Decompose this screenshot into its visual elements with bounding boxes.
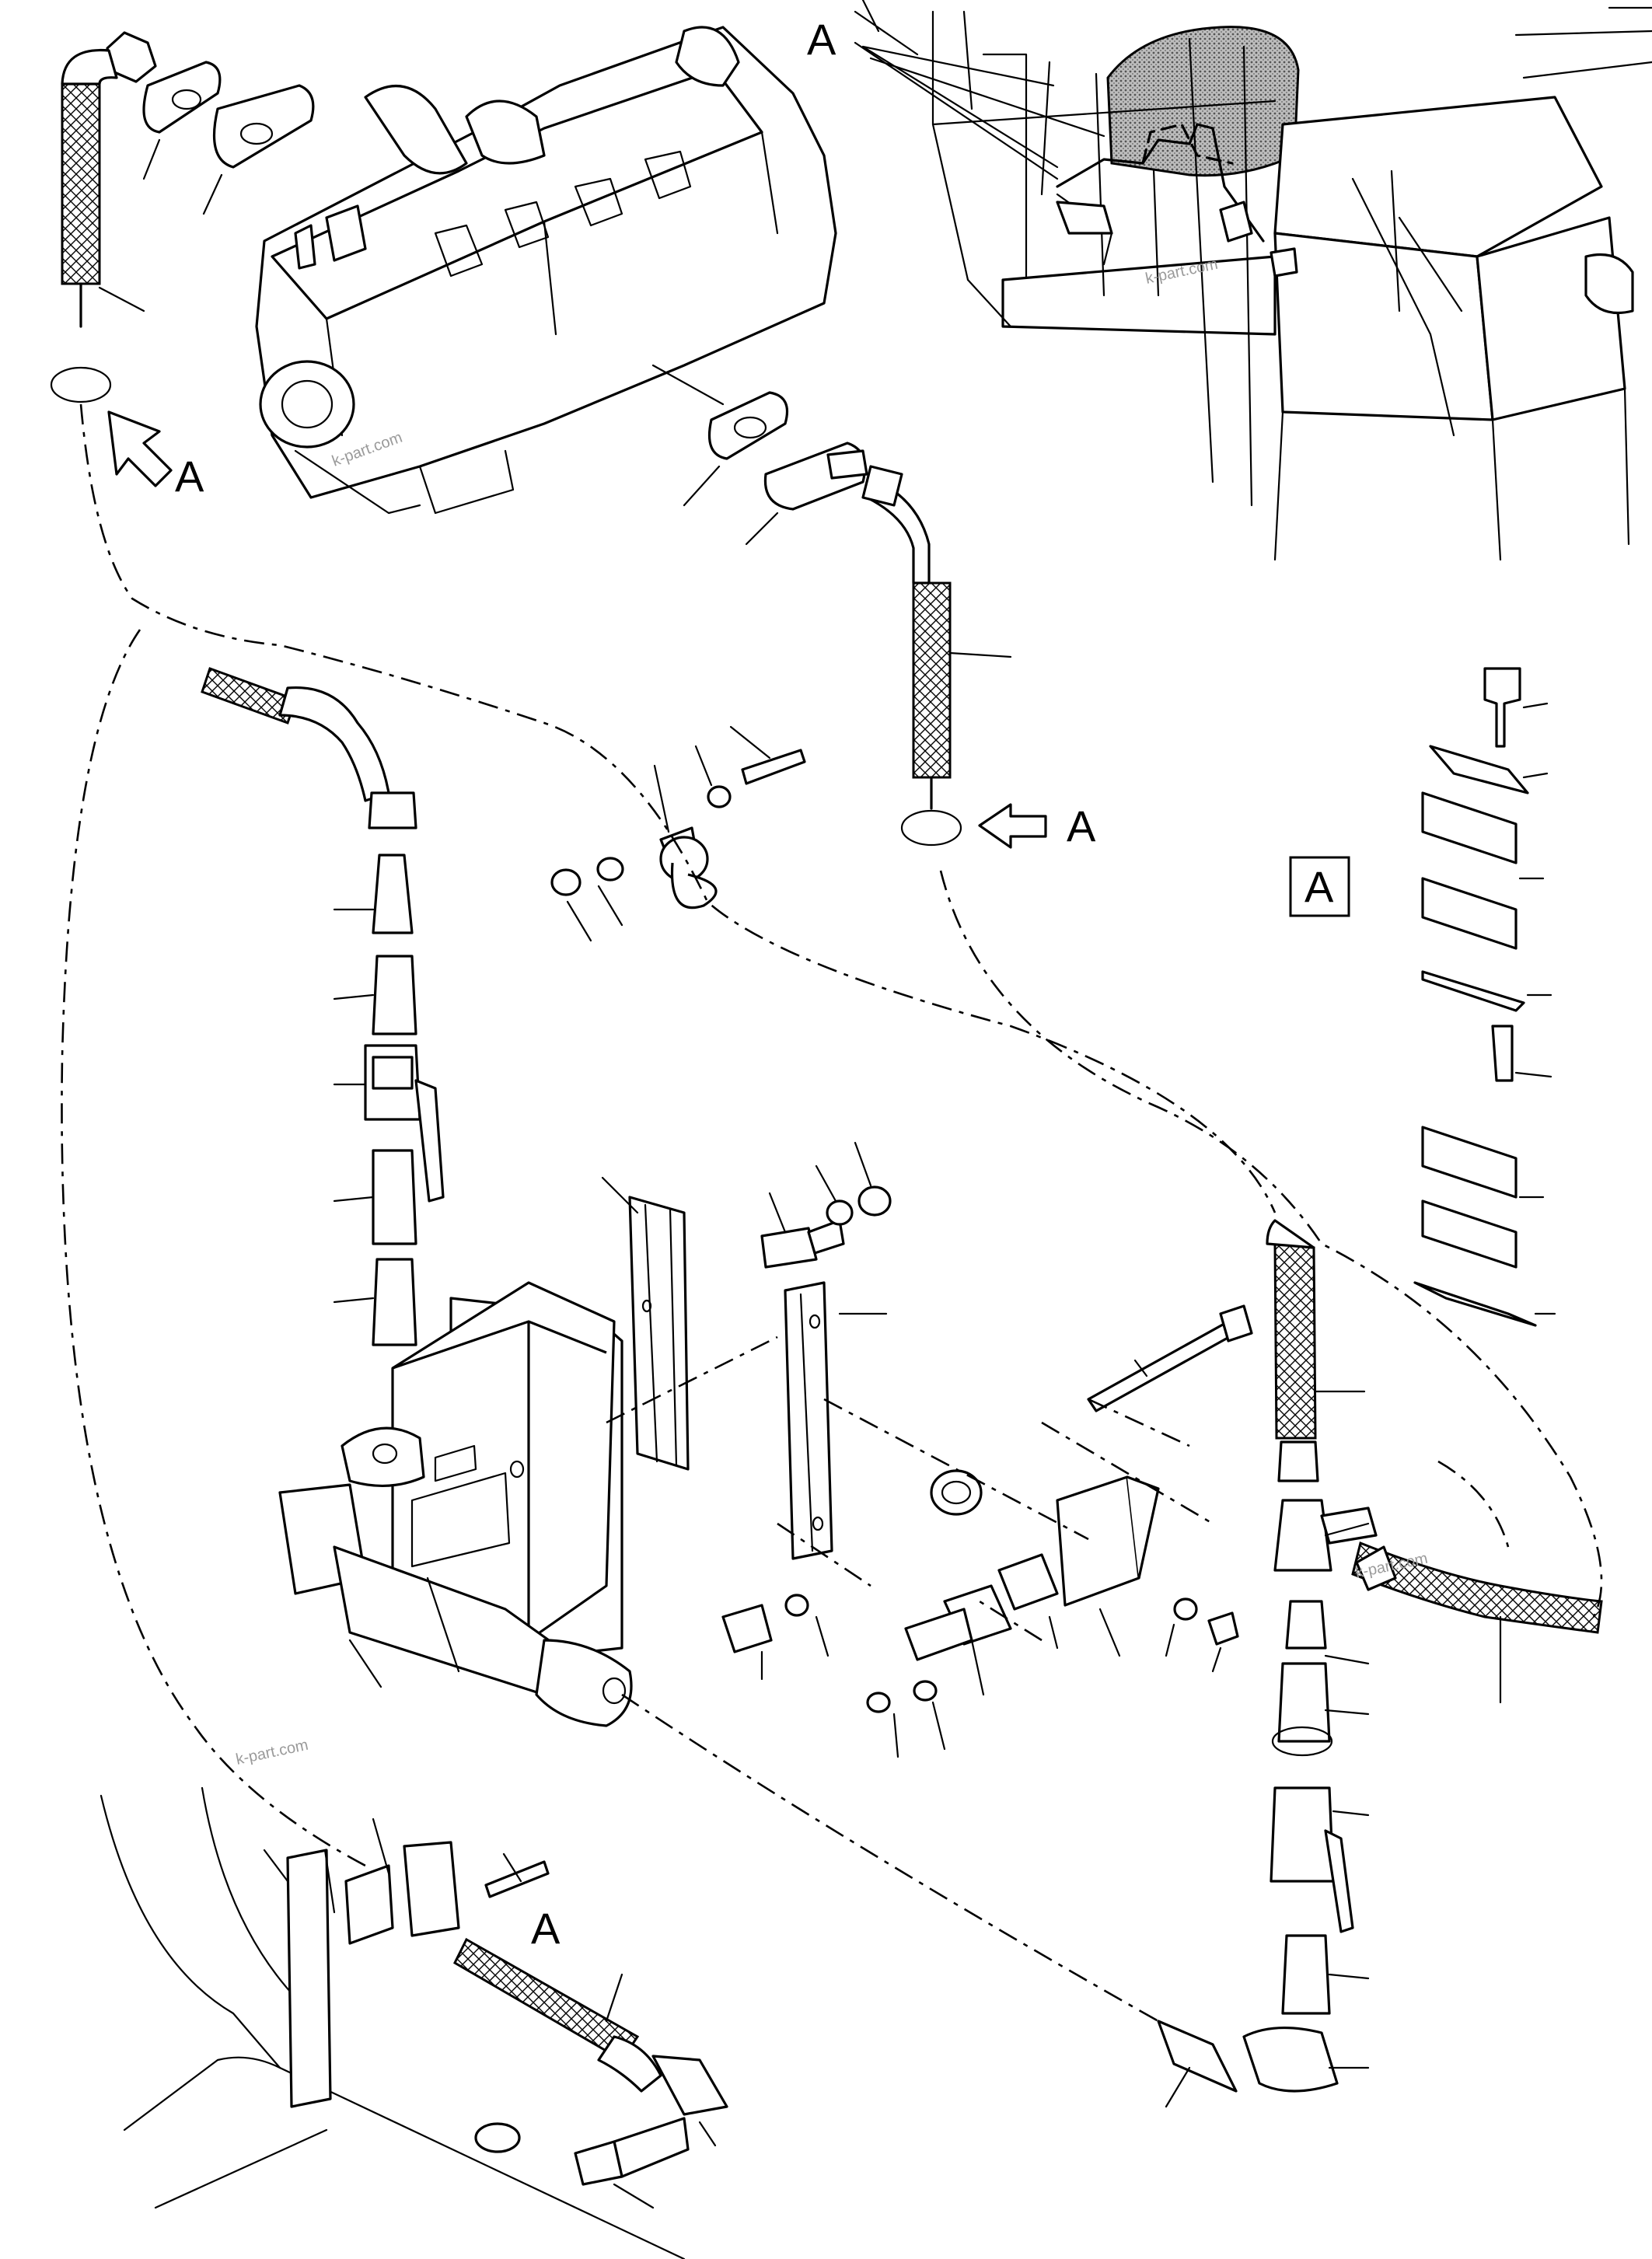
control-box-assembly — [278, 1281, 633, 1727]
clamp-group-center — [550, 725, 806, 942]
connection-ellipse-bottom — [1271, 1726, 1333, 1757]
bottom-frame-section — [100, 1786, 728, 2259]
flange-gaskets-center — [683, 391, 868, 546]
long-bolt-bracket — [721, 1304, 1253, 1758]
boxed-a-label: A — [1304, 862, 1334, 911]
connection-ellipse-right — [900, 809, 962, 847]
flange-gaskets-top-left — [142, 61, 315, 215]
right-hose-valve-assembly — [1157, 1219, 1603, 2108]
arrow-right-icon — [978, 803, 1047, 849]
mounting-channel — [601, 1176, 690, 1471]
hose-a-label-bottom: A — [531, 1904, 561, 1953]
upper-right-hose — [861, 465, 1012, 810]
arrow-a-label-right: A — [1067, 801, 1096, 850]
view-a-label: A — [807, 15, 836, 64]
arrow-a-label-left: A — [175, 452, 204, 501]
connection-ellipse-left — [50, 366, 112, 403]
arrow-left-icon — [107, 410, 173, 487]
vertical-bracket — [760, 1141, 892, 1560]
left-hose-valve-assembly — [201, 667, 445, 1346]
engine-block — [255, 26, 837, 515]
vehicle-frame-view — [854, 0, 1652, 561]
detail-a-clamp-stack — [1413, 667, 1556, 1327]
detail-a-box — [1289, 856, 1350, 917]
hose-routing-lines — [61, 403, 1603, 2023]
view-a-pointer — [854, 41, 1059, 180]
watermark-text: k-part.com — [234, 1737, 309, 1768]
top-left-hose — [61, 31, 157, 328]
